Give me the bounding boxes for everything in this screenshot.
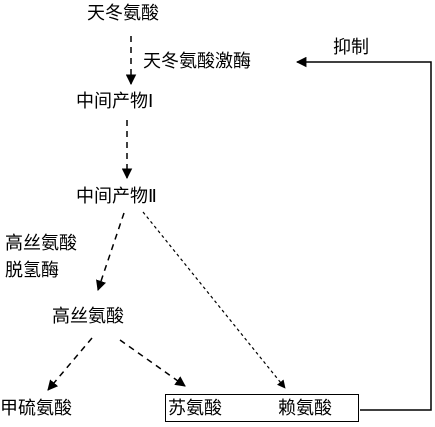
arrow-homoserine-to-methionine	[47, 337, 93, 391]
node-aspartate-kinase: 天冬氨酸激酶	[143, 51, 251, 72]
arrow-intermediate2-to-lysine	[142, 211, 286, 389]
node-lysine: 赖氨酸	[278, 398, 332, 419]
node-aspartate: 天冬氨酸	[87, 3, 159, 24]
product-box	[165, 394, 359, 422]
node-homoserine-dehydrogenase-line1: 高丝氨酸	[5, 233, 77, 254]
arrow-homoserine-to-threonine	[119, 339, 186, 387]
node-intermediate-2: 中间产物Ⅱ	[76, 186, 157, 207]
node-intermediate-1: 中间产物Ⅰ	[76, 91, 154, 112]
feedback-inhibition-line	[295, 56, 432, 411]
node-threonine: 苏氨酸	[168, 398, 222, 419]
arrow-intermediate2-to-homoserine	[96, 212, 125, 291]
node-methionine: 甲硫氨酸	[0, 398, 72, 419]
node-homoserine: 高丝氨酸	[52, 306, 124, 327]
node-homoserine-dehydrogenase-line2: 脱氢酶	[5, 260, 59, 281]
label-inhibition: 抑制	[333, 37, 369, 58]
